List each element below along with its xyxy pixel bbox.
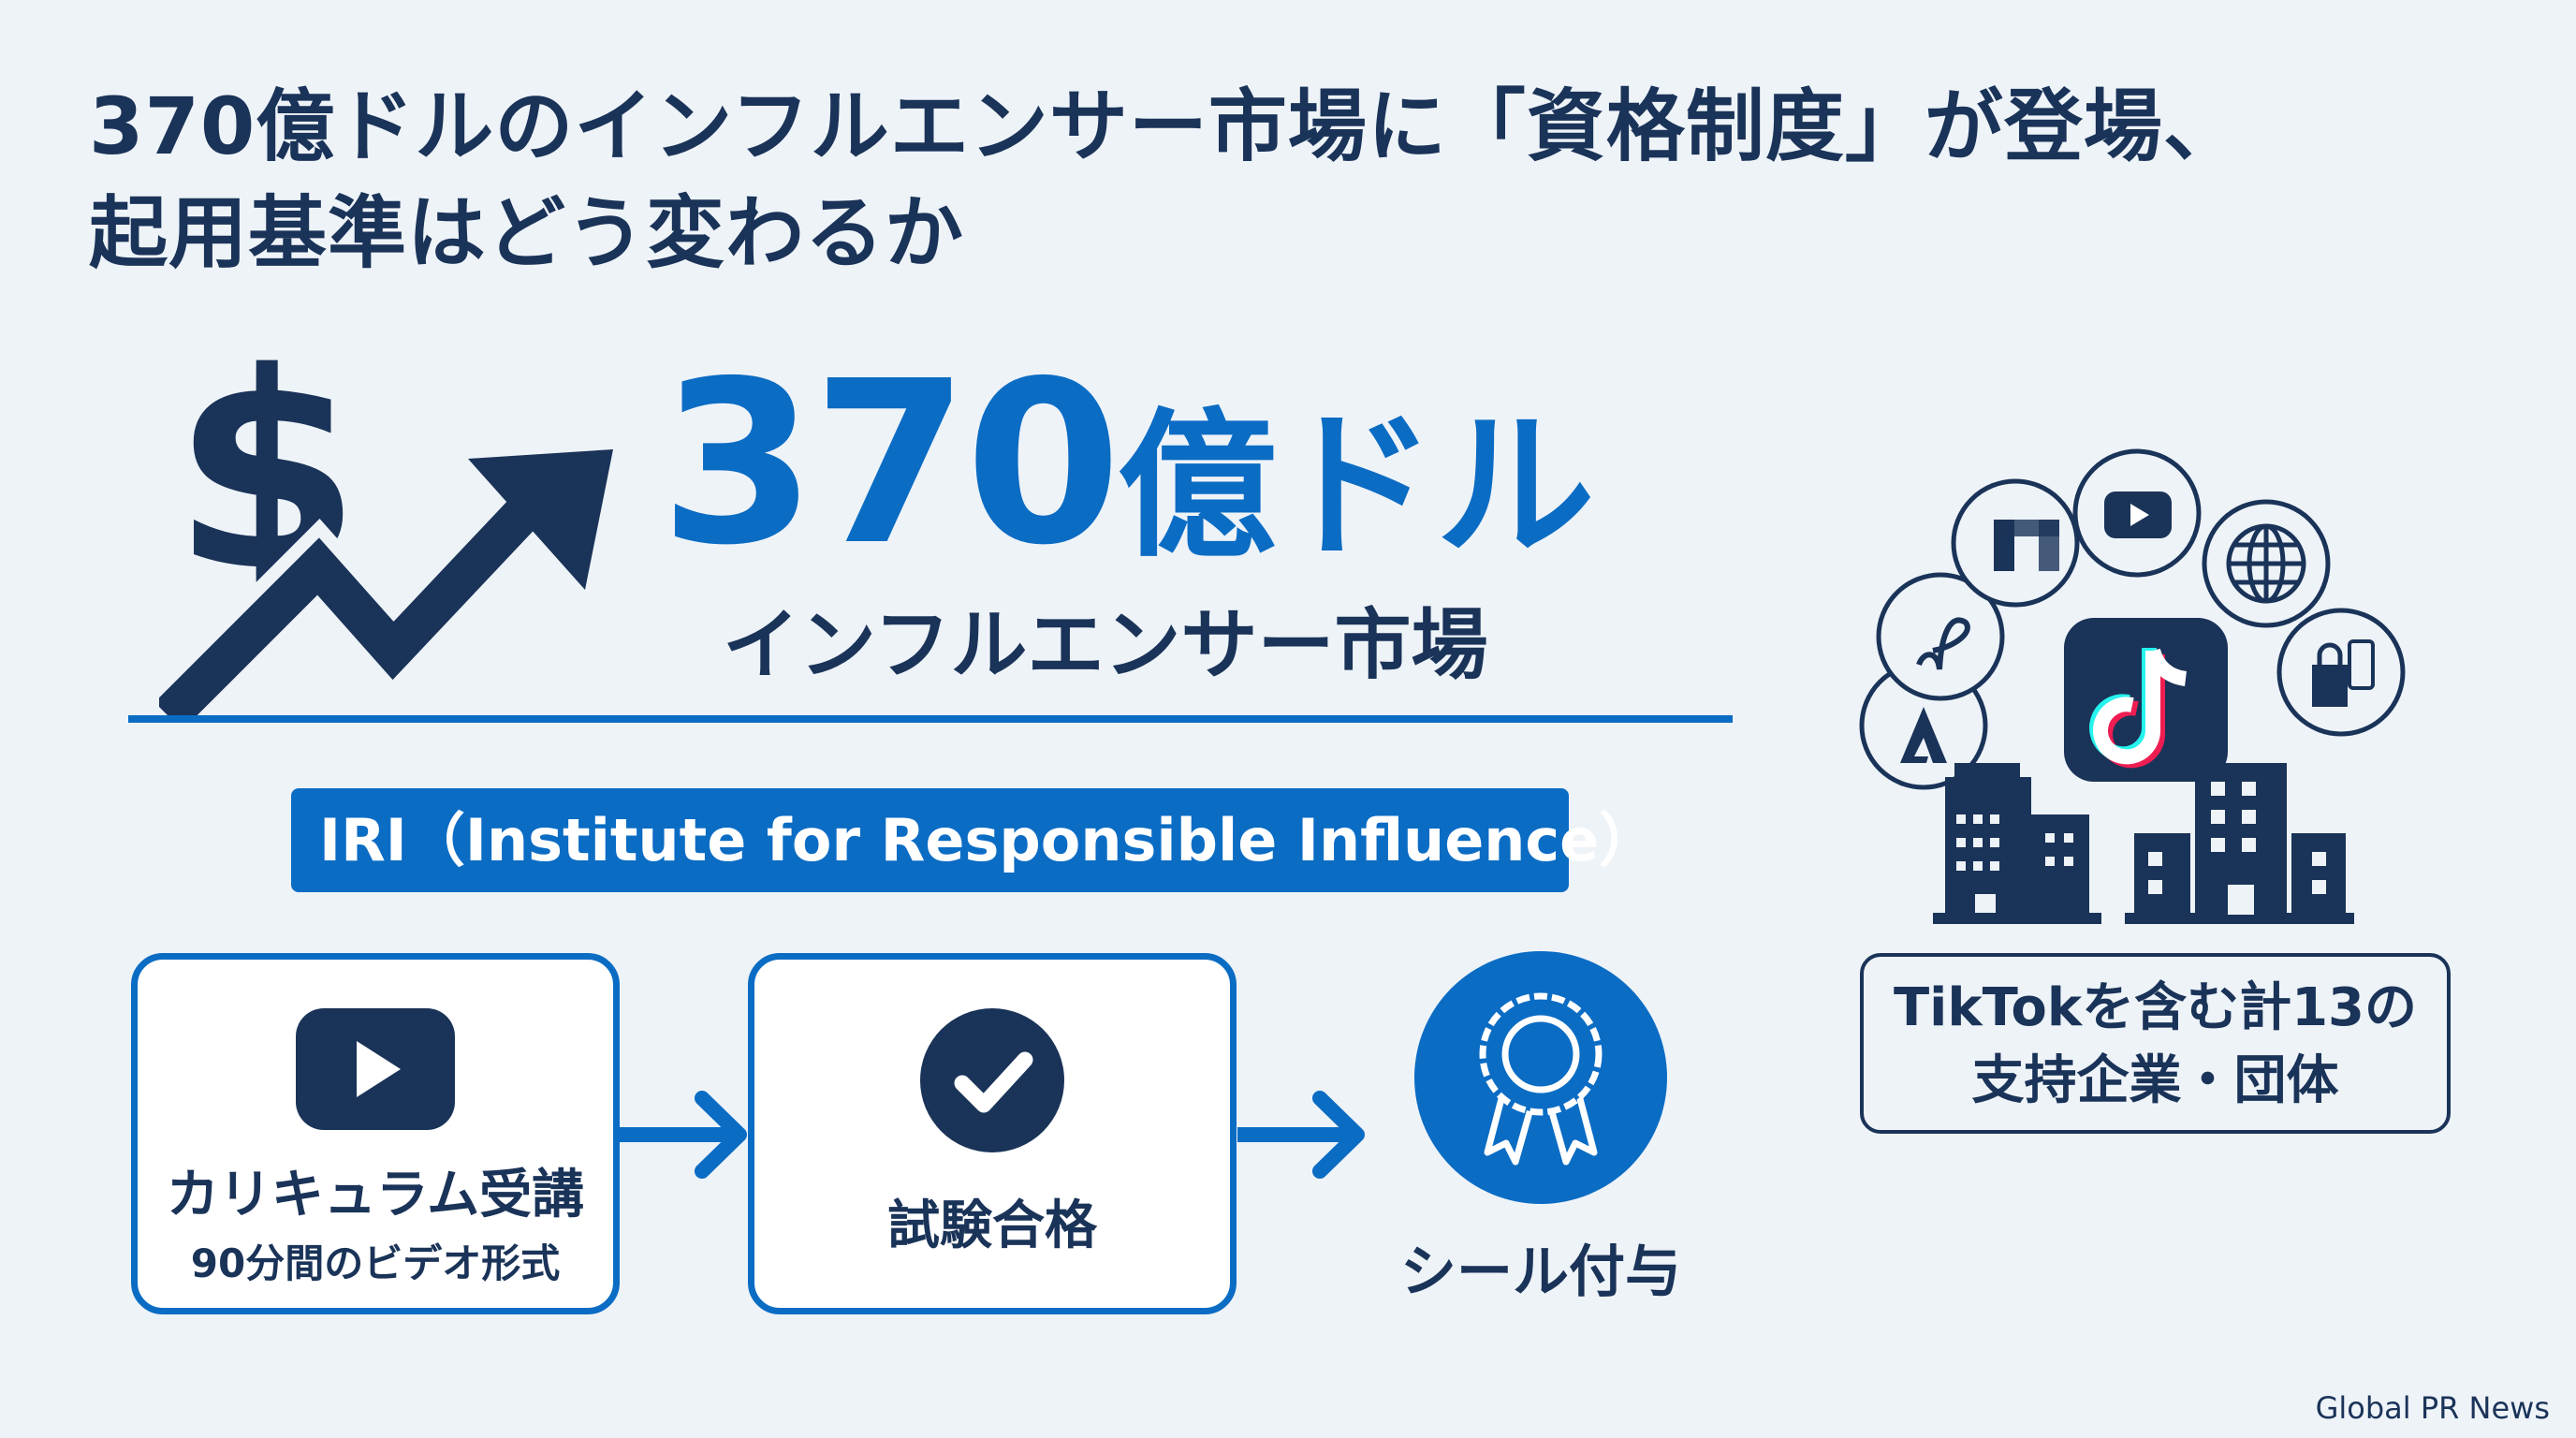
page-title: 370億ドルのインフルエンサー市場に「資格制度」が登場、 起用基準はどう変わるか [89,73,2243,286]
market-caption: インフルエンサー市場 [723,601,1488,690]
tiktok-icon [2064,618,2228,782]
supporters-box: TikTokを含む計13の 支持企業・団体 [1860,953,2451,1134]
title-line-1: 370億ドルのインフルエンサー市場に「資格制度」が登場、 [89,81,2243,172]
arrow-right-icon [1237,1091,1365,1179]
shopping-bag-icon [2312,639,2375,707]
supporters-line-1: TikTokを含む計13の [1893,977,2418,1038]
brand-n-icon [1994,520,2059,571]
youtube-icon [2104,492,2172,538]
footer-credit: Global PR News [2315,1390,2550,1426]
divider [128,715,1733,723]
brand-a-icon [1900,707,1947,763]
award-ribbon-icon [1479,992,1603,1166]
supporters-line-2: 支持企業・団体 [1971,1050,2339,1111]
arrow-right-icon [620,1091,747,1179]
market-size: 370億ドル [660,337,1595,613]
market-size-unit: 億ドル [1117,394,1595,580]
step-curriculum-label: カリキュラム受講 [166,1165,585,1225]
supporters-illustration [1859,448,2406,924]
step-curriculum: カリキュラム受講 90分間のビデオ形式 [131,953,620,1314]
video-play-icon [296,1008,455,1130]
dollar-rising-arrow-icon: $ [159,351,613,721]
step-exam-label: 試験合格 [887,1196,1097,1256]
organization-banner: IRI（Institute for Responsible Influence） [291,788,1657,892]
seal-badge [1414,951,1667,1204]
step-seal-label: シール付与 [1400,1240,1681,1305]
step-curriculum-detail: 90分間のビデオ形式 [190,1240,561,1286]
title-line-2: 起用基準はどう変わるか [89,187,965,279]
checkmark-icon [919,1008,1064,1152]
script-f-icon [1916,617,1970,670]
market-size-amount: 370 [660,332,1121,594]
globe-icon [2226,523,2306,604]
step-exam: 試験合格 [748,953,1237,1314]
